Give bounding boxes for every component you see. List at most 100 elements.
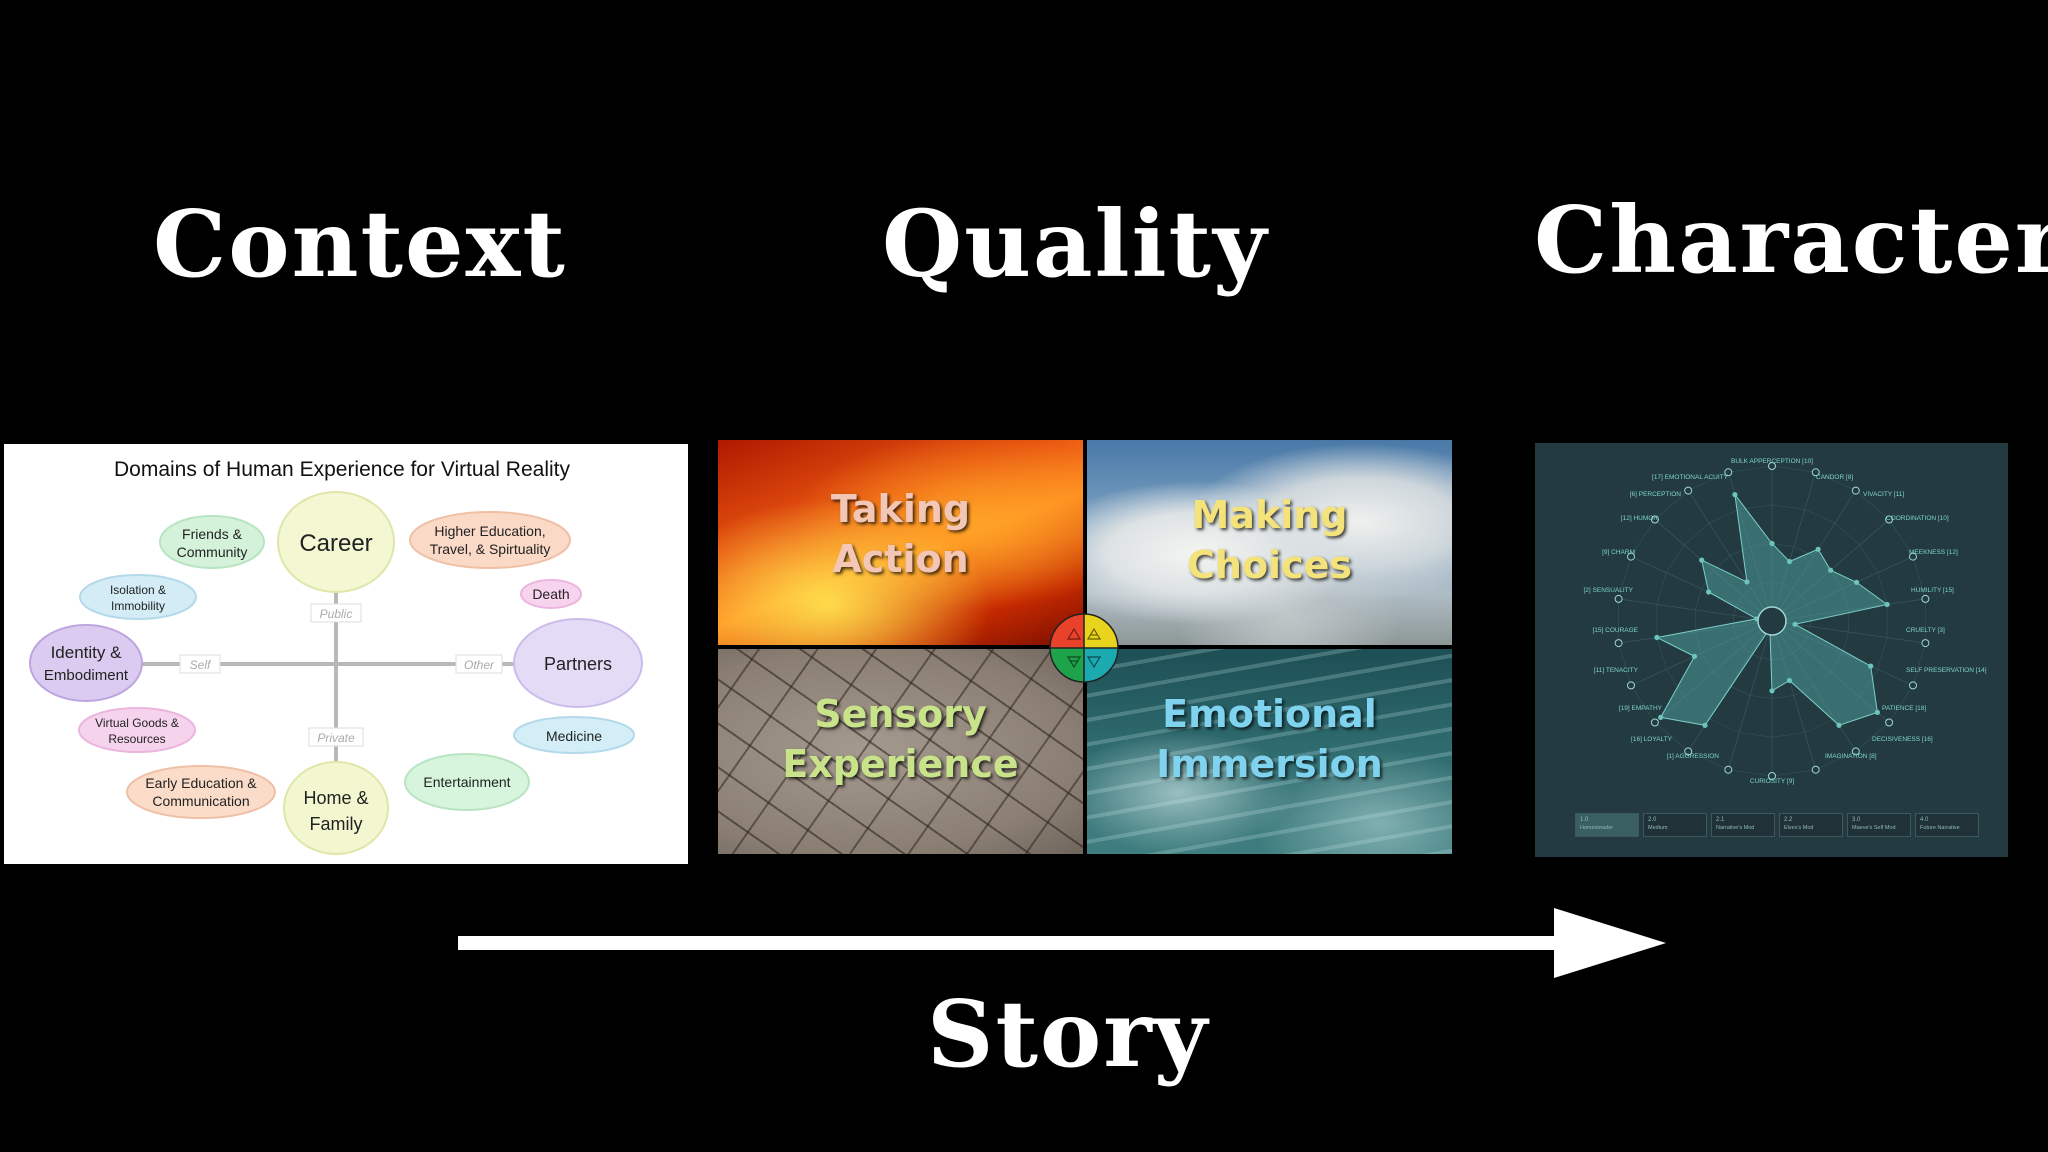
- radar-trait-handle[interactable]: [1885, 718, 1894, 727]
- domain-early-education: [126, 765, 276, 819]
- version-tab-number: 3.0: [1852, 817, 1861, 823]
- domain-death: [520, 579, 582, 609]
- domain-identity-line1: Identity &: [51, 643, 123, 662]
- story-heading: Story: [927, 980, 1210, 1088]
- domain-home-line2: Family: [310, 814, 363, 834]
- domain-partners: [513, 618, 643, 708]
- radar-label-right: IMAGINATION [8]: [1825, 753, 1877, 760]
- radar-trait-handle[interactable]: [1921, 639, 1930, 648]
- radar-trait-handle[interactable]: [1909, 552, 1917, 561]
- version-tab-number: 2.1: [1716, 817, 1725, 823]
- radar-trait-handle[interactable]: [1650, 515, 1659, 524]
- diagram-title: Domains of Human Experience for Virtual …: [114, 458, 570, 481]
- version-tab-name: Homesteader: [1580, 825, 1614, 831]
- radar-trait-handle[interactable]: [1768, 462, 1776, 470]
- domain-early-education-line2: Communication: [152, 793, 249, 809]
- radar-label-left: [2] SENSUALITY: [1584, 587, 1634, 594]
- radar-trait-handle[interactable]: [1684, 486, 1693, 495]
- radar-spoke: [1728, 620, 1773, 770]
- radar-label-left: [15] COURAGE: [1592, 627, 1638, 634]
- domain-career: [277, 491, 395, 593]
- radar-label-right: PATIENCE [18]: [1882, 705, 1926, 712]
- radar-trait-handle[interactable]: [1614, 639, 1623, 648]
- radar-trait-point: [1786, 677, 1793, 684]
- version-tab-number: 1.0: [1580, 817, 1589, 823]
- domain-friends-line2: Community: [177, 544, 248, 560]
- radar-label-left: [16] LOYALTY: [1631, 736, 1673, 743]
- domain-medicine: [513, 716, 635, 754]
- radar-trait-point: [1654, 634, 1660, 641]
- radar-trait-point: [1702, 722, 1708, 728]
- water-triangle-icon: [1086, 656, 1102, 669]
- radar-trait-handle[interactable]: [1811, 468, 1820, 477]
- earth-triangle-icon: [1066, 656, 1082, 669]
- radar-trait-handle[interactable]: [1768, 772, 1776, 780]
- radar-trait-handle[interactable]: [1627, 681, 1635, 690]
- radar-trait-handle[interactable]: [1921, 594, 1930, 603]
- radar-label-right: SELF PRESERVATION [14]: [1906, 667, 1987, 674]
- version-tab-name: Future Narrative: [1920, 825, 1960, 831]
- version-tab-name: Medium: [1648, 825, 1668, 831]
- radar-trait-handle[interactable]: [1684, 747, 1693, 756]
- radar-label-left: [12] HUMOR: [1621, 515, 1659, 522]
- quadrant-making-choices: Making Choices: [1087, 440, 1452, 645]
- domain-early-education-line1: Early Education &: [145, 775, 257, 791]
- radar-trait-point: [1792, 621, 1798, 627]
- air-triangle-icon: [1086, 627, 1102, 640]
- radar-trait-handle[interactable]: [1851, 486, 1860, 495]
- quadrant-emotional-immersion-line1: Emotional: [1162, 692, 1377, 736]
- quadrant-taking-action: Taking Action: [718, 440, 1083, 645]
- version-tab-name: Elves's Mod: [1784, 825, 1814, 831]
- domain-virtual-goods: [78, 707, 196, 753]
- character-radar-panel: BULK APPERCEPTION [10] CURIOSITY [9] [17…: [1535, 443, 2008, 857]
- radar-trait-handle[interactable]: [1851, 747, 1860, 756]
- version-tab-number: 2.0: [1648, 817, 1657, 823]
- domain-home-line1: Home &: [303, 788, 368, 808]
- radar-trait-handle[interactable]: [1909, 681, 1917, 690]
- quadrant-sensory-experience: Sensory Experience: [718, 649, 1083, 854]
- domain-friends-line1: Friends &: [182, 526, 243, 542]
- radar-label-right: VIVACITY [11]: [1863, 491, 1904, 498]
- domain-death-label: Death: [532, 586, 569, 602]
- domains-diagram: Domains of Human Experience for Virtual …: [29, 458, 643, 855]
- version-tab-number: 4.0: [1920, 817, 1929, 823]
- domain-home-family: [283, 761, 389, 855]
- radar-trait-point: [1699, 557, 1705, 563]
- quadrant-making-choices-line1: Making: [1191, 493, 1348, 537]
- domain-higher-education-line1: Higher Education,: [434, 523, 545, 539]
- domain-virtual-goods-line1: Virtual Goods &: [95, 716, 179, 730]
- radar-label-right: MEEKNESS [12]: [1909, 549, 1958, 556]
- radar-label-right: COORDINATION [10]: [1886, 515, 1949, 522]
- radar-trait-point: [1732, 492, 1738, 498]
- domain-entertainment-label: Entertainment: [423, 774, 510, 790]
- domain-isolation-line1: Isolation &: [110, 583, 166, 597]
- axis-label-box-public: [310, 603, 362, 623]
- radar-trait-handle[interactable]: [1885, 515, 1894, 524]
- radar-trait-handle[interactable]: [1724, 468, 1733, 477]
- radar-center-circle: [1757, 606, 1787, 636]
- radar-label-left: [1] AGGRESSION: [1667, 753, 1720, 760]
- axis-label-box-private: [308, 727, 364, 747]
- radar-trait-handle[interactable]: [1724, 765, 1733, 774]
- domains-diagram-panel: Domains of Human Experience for Virtual …: [4, 444, 688, 864]
- fire-triangle-icon: [1066, 627, 1082, 640]
- radar-trait-point: [1874, 709, 1880, 715]
- quadrant-sensory-experience-line1: Sensory: [814, 692, 987, 736]
- domain-identity-embodiment: [29, 624, 143, 702]
- radar-trait-handle[interactable]: [1627, 552, 1635, 561]
- quadrant-taking-action-line1: Taking: [830, 487, 971, 531]
- radar-trait-handle[interactable]: [1811, 765, 1820, 774]
- radar-trait-point: [1744, 579, 1750, 585]
- axis-label-self: Self: [190, 658, 212, 672]
- axis-label-box-self: [179, 654, 221, 674]
- context-heading: Context: [153, 190, 567, 298]
- radar-label-left: [11] TENACITY: [1594, 667, 1639, 674]
- radar-trait-handle[interactable]: [1614, 594, 1623, 603]
- radar-trait-handle[interactable]: [1650, 718, 1659, 727]
